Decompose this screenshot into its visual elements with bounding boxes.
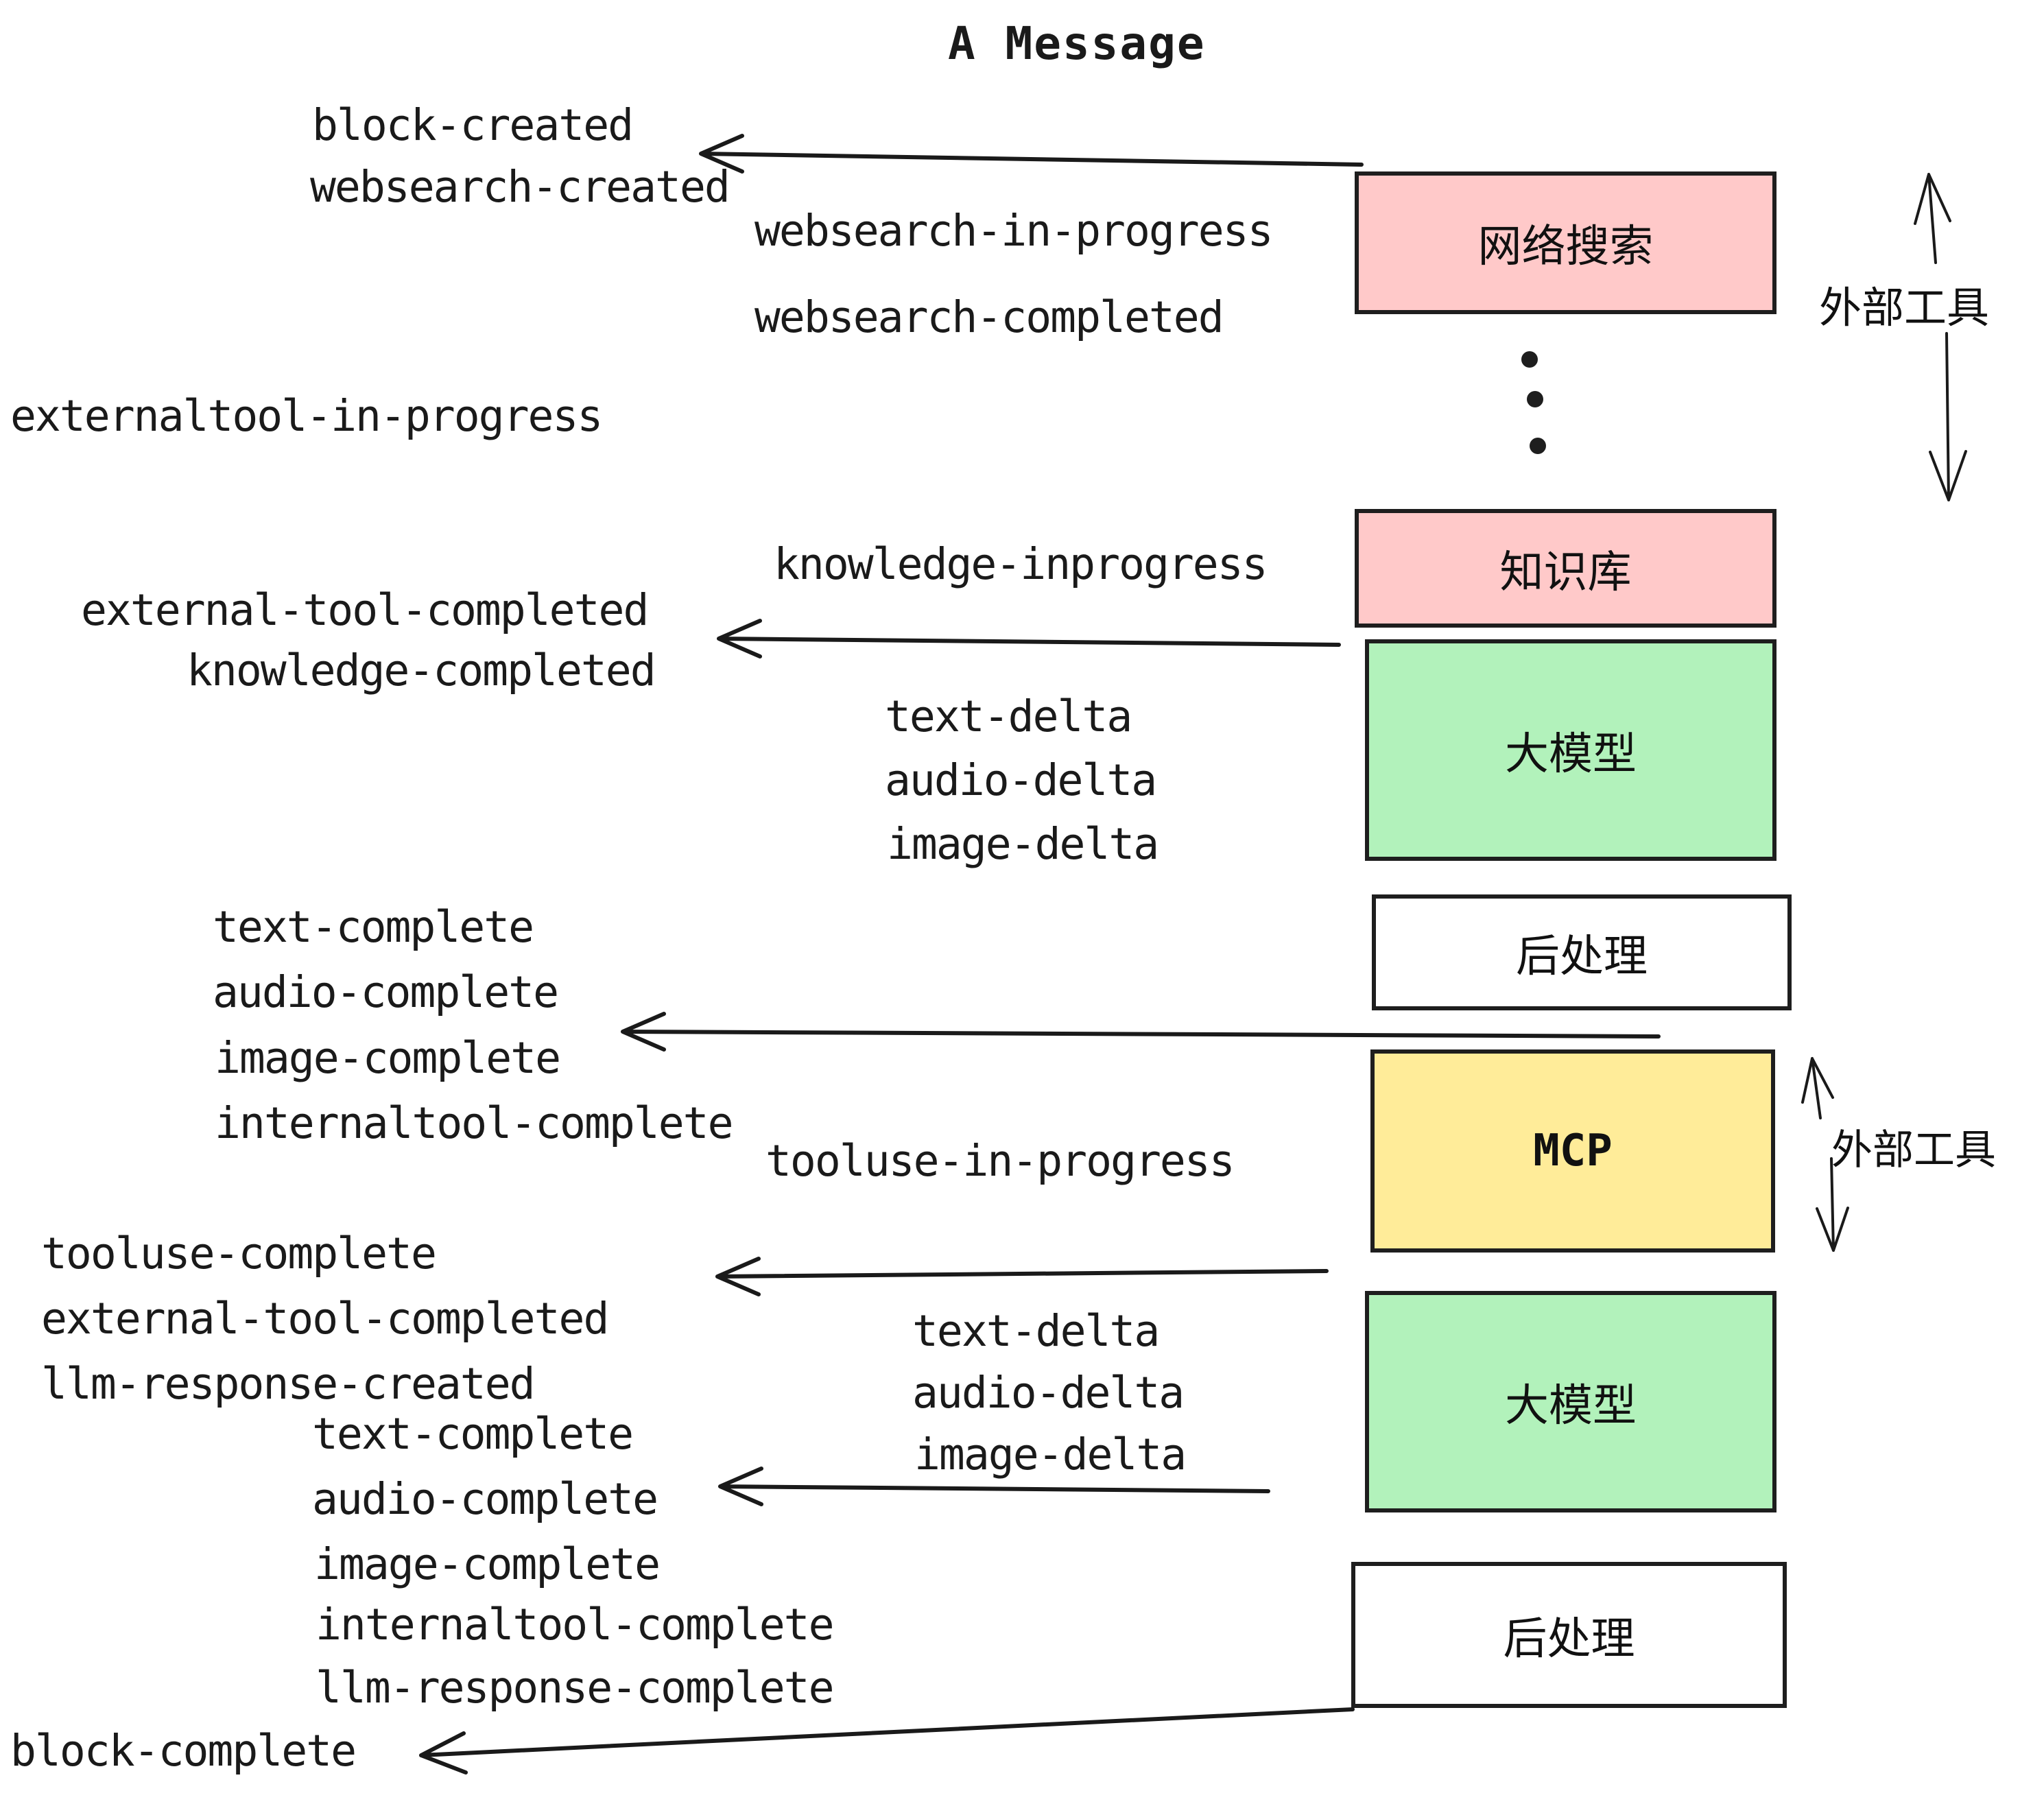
box-knowledge: 知识库 xyxy=(1355,509,1776,628)
event-knowledge-completed: knowledge-completed xyxy=(187,645,656,696)
event-llm-response-complete: llm-response-complete xyxy=(316,1663,835,1713)
event-llm-response-created: llm-response-created xyxy=(41,1359,536,1409)
event-image-delta-1: image-delta xyxy=(887,819,1159,869)
event-image-complete-2: image-complete xyxy=(314,1539,661,1589)
event-websearch-completed: websearch-completed xyxy=(754,292,1224,342)
event-externaltool-in-progress: externaltool-in-progress xyxy=(10,391,603,441)
box-postprocess-1: 后处理 xyxy=(1372,894,1792,1010)
box-llm-2: 大模型 xyxy=(1365,1291,1776,1512)
ellipsis-dot-1 xyxy=(1521,351,1538,368)
box-websearch: 网络搜索 xyxy=(1355,171,1776,314)
box-websearch-label: 网络搜索 xyxy=(1477,222,1654,271)
arrow-to-image-complete xyxy=(621,1012,1661,1052)
box-llm-1: 大模型 xyxy=(1365,639,1776,861)
ellipsis-dot-2 xyxy=(1527,391,1543,407)
event-internaltool-complete-1: internaltool-complete xyxy=(215,1098,734,1148)
event-block-complete: block-complete xyxy=(10,1726,357,1776)
event-tooluse-in-progress: tooluse-in-progress xyxy=(765,1136,1235,1186)
event-knowledge-inprogress: knowledge-inprogress xyxy=(774,539,1268,589)
external-tools-label-mid: 外部工具 xyxy=(1831,1127,1996,1173)
event-audio-complete-2: audio-complete xyxy=(312,1474,658,1524)
event-text-delta-1: text-delta xyxy=(885,691,1132,741)
event-audio-delta-1: audio-delta xyxy=(885,755,1157,805)
event-text-complete-1: text-complete xyxy=(213,902,534,952)
event-external-tool-completed-1: external-tool-completed xyxy=(81,585,649,635)
event-image-delta-2: image-delta xyxy=(914,1429,1187,1480)
event-external-tool-completed-2: external-tool-completed xyxy=(41,1294,609,1344)
arrow-to-knowledge-completed xyxy=(717,619,1341,658)
box-postprocess-2-label: 后处理 xyxy=(1503,1613,1635,1663)
ellipsis-dot-3 xyxy=(1530,438,1546,454)
event-image-complete-1: image-complete xyxy=(215,1033,561,1083)
event-text-delta-2: text-delta xyxy=(912,1306,1160,1356)
arrow-to-tooluse-complete xyxy=(715,1257,1329,1296)
external-tools-up-arrow-mid xyxy=(1801,1057,1834,1119)
event-websearch-in-progress: websearch-in-progress xyxy=(754,206,1274,256)
event-block-created: block-created xyxy=(312,100,634,150)
box-mcp-label: MCP xyxy=(1533,1126,1613,1176)
box-mcp: MCP xyxy=(1370,1049,1775,1253)
box-llm-1-label: 大模型 xyxy=(1505,728,1637,779)
arrow-to-block-created xyxy=(699,134,1364,174)
event-audio-complete-1: audio-complete xyxy=(213,967,559,1017)
event-internaltool-complete-2: internaltool-complete xyxy=(316,1600,835,1650)
box-knowledge-label: 知识库 xyxy=(1499,547,1632,597)
event-audio-delta-2: audio-delta xyxy=(912,1368,1185,1418)
box-postprocess-2: 后处理 xyxy=(1351,1562,1787,1708)
page-title: A Message xyxy=(948,17,1206,70)
box-postprocess-1-label: 后处理 xyxy=(1516,931,1648,981)
event-text-complete-2: text-complete xyxy=(312,1409,634,1459)
box-llm-2-label: 大模型 xyxy=(1505,1380,1637,1430)
event-websearch-created: websearch-created xyxy=(310,162,730,212)
external-tools-label-top: 外部工具 xyxy=(1819,285,1990,332)
arrow-to-block-complete xyxy=(419,1707,1355,1775)
external-tools-down-arrow-top xyxy=(1929,332,1967,501)
external-tools-up-arrow-top xyxy=(1914,173,1951,264)
event-tooluse-complete: tooluse-complete xyxy=(41,1229,437,1279)
